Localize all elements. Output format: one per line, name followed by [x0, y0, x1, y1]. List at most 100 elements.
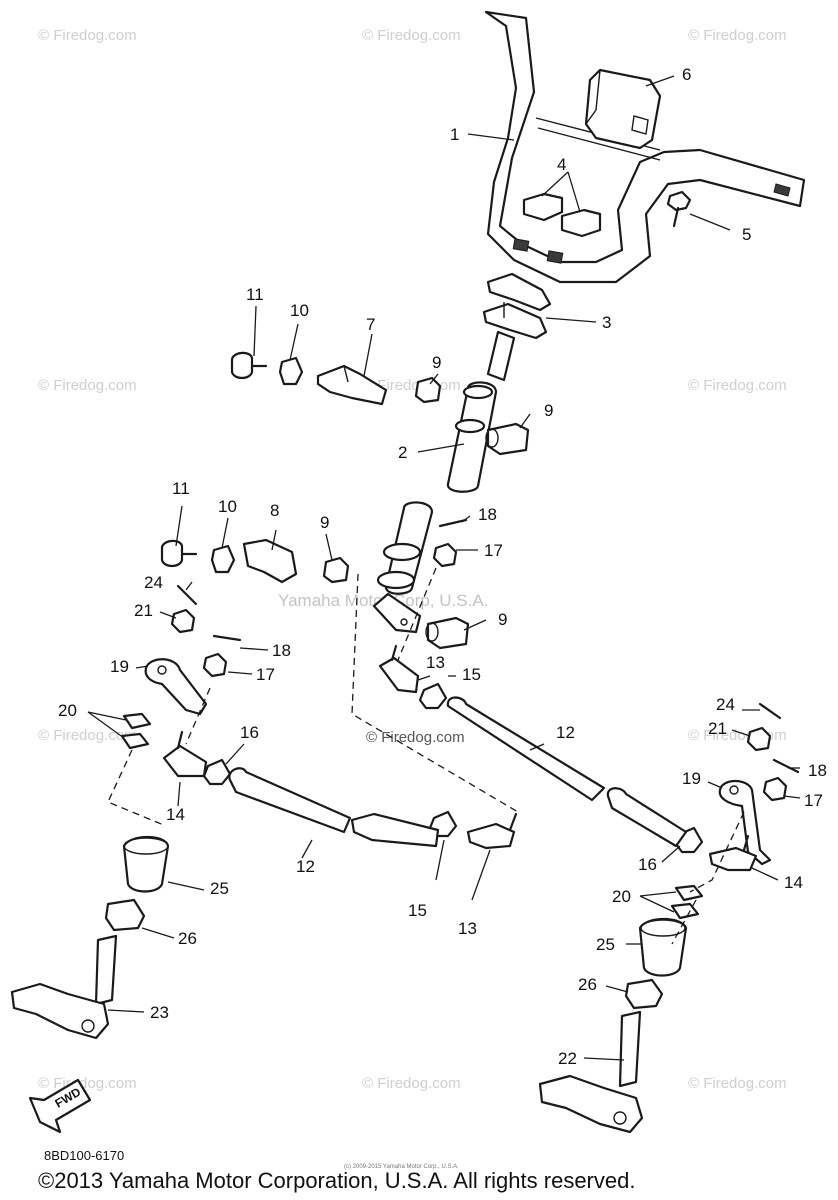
- callout-9-d: 9: [498, 610, 507, 629]
- callout-12-a: 12: [556, 723, 575, 742]
- part-1-handlebar: [484, 10, 806, 284]
- watermark-text: © Firedog.com: [688, 727, 787, 744]
- part-12-tie-rod-upper: [446, 696, 688, 848]
- diagram-code: 8BD100-6170: [44, 1148, 124, 1163]
- copyright-text: ©2013 Yamaha Motor Corporation, U.S.A. A…: [38, 1168, 635, 1193]
- callout-9-a: 9: [432, 353, 441, 372]
- callout-24-a: 24: [144, 573, 163, 592]
- callout-18-c: 18: [808, 761, 827, 780]
- callout-8: 8: [270, 501, 279, 520]
- callout-11-a: 11: [246, 285, 264, 304]
- callout-26-a: 26: [178, 929, 197, 948]
- part-9-clip-upper: [414, 376, 442, 404]
- callout-17-a: 17: [484, 541, 503, 560]
- part-11-bolt-upper: [230, 351, 268, 380]
- part-19-arm-left: [144, 658, 208, 716]
- part-11-bolt-lower: [160, 539, 198, 568]
- part-3-handle-crown: [482, 272, 552, 340]
- part-20-clips-left: [120, 712, 152, 750]
- part-16-nut-left: [202, 758, 232, 786]
- callout-20-a: 20: [58, 701, 77, 720]
- part-10-nut-upper: [278, 356, 304, 386]
- watermark-text: © Firedog.com: [362, 1075, 461, 1092]
- callout-2: 2: [398, 443, 407, 462]
- callout-13-a: 13: [426, 653, 445, 672]
- part-17-nut-center: [432, 542, 458, 568]
- callout-3: 3: [602, 313, 611, 332]
- callout-5: 5: [742, 225, 751, 244]
- part-9-bush-lower-right: [425, 616, 470, 650]
- callout-19-a: 19: [110, 657, 129, 676]
- part-17-nut-right: [762, 776, 788, 802]
- callout-19-b: 19: [682, 769, 701, 788]
- part-18-pin-left: [212, 634, 242, 642]
- part-21-nut-left: [170, 608, 196, 634]
- part-18-pin-right: [772, 758, 800, 774]
- callout-22: 22: [558, 1049, 577, 1068]
- callout-24-b: 24: [716, 695, 735, 714]
- part-24-pin-right: [758, 702, 782, 720]
- part-9-clip-lower: [322, 556, 350, 584]
- callout-14-a: 14: [166, 805, 185, 824]
- callout-16-b: 16: [638, 855, 657, 874]
- part-25-boot-right: [638, 917, 688, 977]
- part-12-tie-rod-lower: [228, 767, 440, 848]
- callout-15-a: 15: [462, 665, 481, 684]
- assembly-lines: [107, 567, 745, 945]
- part-21-nut-right: [746, 726, 772, 752]
- callout-18-b: 18: [272, 641, 291, 660]
- watermark-text: © Firedog.com: [688, 1075, 787, 1092]
- callout-18-a: 18: [478, 505, 497, 524]
- callout-7: 7: [366, 315, 375, 334]
- callout-26-b: 26: [578, 975, 597, 994]
- part-14-rod-end-right: [708, 834, 758, 872]
- part-13-rod-end-lower: [466, 812, 518, 850]
- part-5-bolt: [666, 190, 692, 228]
- part-18-pin-center: [438, 518, 468, 528]
- part-24-pin-left: [176, 584, 198, 606]
- callout-16-a: 16: [240, 723, 259, 742]
- callouts: 1 2 3 4 5 6 7 8 9 9 9 9 10 10 11 11 12 1…: [58, 65, 827, 1068]
- part-15-nut-center: [418, 682, 448, 710]
- watermark-text: © Firedog.com: [366, 729, 465, 746]
- callout-10-b: 10: [218, 497, 237, 516]
- callout-21-b: 21: [708, 719, 727, 738]
- callout-14-b: 14: [784, 873, 803, 892]
- callout-12-b: 12: [296, 857, 315, 876]
- part-7-bracket: [316, 364, 388, 406]
- callout-9-b: 9: [544, 401, 553, 420]
- watermark-text: © Firedog.com: [688, 377, 787, 394]
- callout-6: 6: [682, 65, 691, 84]
- callout-9-c: 9: [320, 513, 329, 532]
- callout-20-b: 20: [612, 887, 631, 906]
- watermark-text: © Firedog.com: [38, 27, 137, 44]
- watermark-text: © Firedog.com: [38, 1075, 137, 1092]
- part-26-collar-right: [624, 978, 664, 1010]
- watermark-text: © Firedog.com: [362, 27, 461, 44]
- part-14-rod-end-left: [162, 730, 208, 778]
- watermark-text: © Firedog.com: [688, 27, 787, 44]
- part-13-rod-end-center: [378, 644, 420, 694]
- callout-23: 23: [150, 1003, 169, 1022]
- part-4-handlebar-holder: [522, 192, 602, 238]
- part-10-nut-lower: [210, 544, 236, 574]
- part-25-boot-left: [122, 835, 170, 893]
- part-22-knuckle-right: [538, 1010, 644, 1134]
- callout-11-b: 11: [172, 479, 190, 498]
- part-23-knuckle-left: [10, 934, 118, 1040]
- callout-25-b: 25: [596, 935, 615, 954]
- part-17-nut-left: [202, 652, 228, 678]
- callout-21-a: 21: [134, 601, 153, 620]
- part-6-handlebar-pad: [584, 68, 662, 150]
- callout-4: 4: [557, 155, 566, 174]
- part-8-bracket: [242, 538, 298, 584]
- part-9-bush-upper-right: [485, 422, 530, 456]
- callout-13-b: 13: [458, 919, 477, 938]
- small-copyright-watermark: (c) 2009-2015 Yamaha Motor Corp., U.S.A.: [344, 1164, 459, 1170]
- part-20-clips-right: [670, 884, 704, 920]
- part-19-arm-right: [718, 779, 772, 866]
- part-26-collar-left: [104, 898, 146, 932]
- callout-1: 1: [450, 125, 459, 144]
- callout-17-c: 17: [804, 791, 823, 810]
